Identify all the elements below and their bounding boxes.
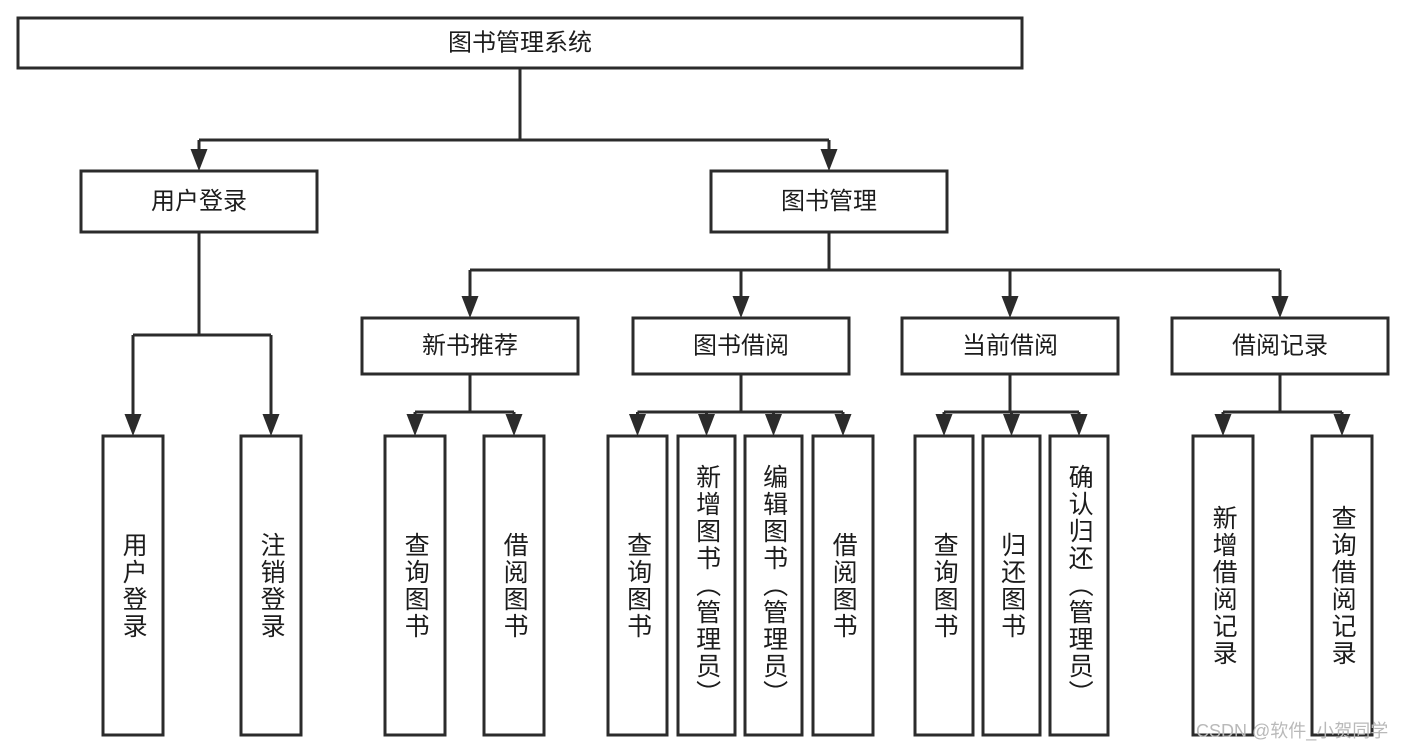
node-l3c[interactable]: 当前借阅 — [900, 316, 1120, 376]
node-box-leaf12[interactable] — [1191, 434, 1255, 737]
edge-group-l2b — [461, 232, 1289, 318]
node-l3a[interactable]: 新书推荐 — [360, 316, 580, 376]
node-leaf6[interactable] — [676, 434, 737, 737]
node-box-leaf6[interactable] — [676, 434, 737, 737]
node-label-root: 图书管理系统 — [448, 29, 592, 56]
node-leaf1[interactable] — [101, 434, 165, 737]
edge-group-root — [190, 68, 838, 171]
node-box-leaf3[interactable] — [383, 434, 447, 737]
node-box-l3b[interactable] — [631, 316, 851, 376]
node-l2b[interactable]: 图书管理 — [709, 169, 949, 234]
node-label-l2b: 图书管理 — [781, 188, 877, 215]
node-box-l3a[interactable] — [360, 316, 580, 376]
node-box-leaf11[interactable] — [1048, 434, 1110, 737]
node-leaf13[interactable] — [1310, 434, 1374, 737]
node-label-l3b: 图书借阅 — [693, 332, 789, 359]
node-l3b[interactable]: 图书借阅 — [631, 316, 851, 376]
node-box-leaf8[interactable] — [811, 434, 875, 737]
edge-group-l3c — [935, 374, 1088, 436]
node-box-leaf13[interactable] — [1310, 434, 1374, 737]
csdn-watermark: CSDN @软件_小贺同学 — [1196, 721, 1389, 741]
node-box-leaf10[interactable] — [981, 434, 1042, 737]
node-root[interactable]: 图书管理系统 — [16, 16, 1024, 70]
node-box-l3d[interactable] — [1170, 316, 1390, 376]
node-box-leaf4[interactable] — [482, 434, 546, 737]
node-leaf10[interactable] — [981, 434, 1042, 737]
node-leaf3[interactable] — [383, 434, 447, 737]
edge-group-l2a — [124, 232, 280, 436]
edge-group-l3b — [629, 374, 852, 436]
node-leaf8[interactable] — [811, 434, 875, 737]
node-box-root[interactable] — [16, 16, 1024, 70]
node-label-l3a: 新书推荐 — [422, 332, 518, 359]
node-box-l3c[interactable] — [900, 316, 1120, 376]
node-leaf9[interactable] — [913, 434, 975, 737]
edge-group-l3d — [1214, 374, 1351, 436]
node-label-l3d: 借阅记录 — [1232, 332, 1328, 359]
node-box-leaf1[interactable] — [101, 434, 165, 737]
node-leaf11[interactable] — [1048, 434, 1110, 737]
node-l3d[interactable]: 借阅记录 — [1170, 316, 1390, 376]
node-leaf4[interactable] — [482, 434, 546, 737]
edge-group-l3a — [406, 374, 523, 436]
node-label-l2a: 用户登录 — [151, 188, 247, 215]
node-label-l3c: 当前借阅 — [962, 332, 1058, 359]
node-box-leaf5[interactable] — [606, 434, 669, 737]
node-box-leaf2[interactable] — [239, 434, 303, 737]
node-box-l2a[interactable] — [79, 169, 319, 234]
node-leaf12[interactable] — [1191, 434, 1255, 737]
node-leaf2[interactable] — [239, 434, 303, 737]
node-l2a[interactable]: 用户登录 — [79, 169, 319, 234]
node-box-leaf7[interactable] — [743, 434, 804, 737]
node-leaf5[interactable] — [606, 434, 669, 737]
node-box-l2b[interactable] — [709, 169, 949, 234]
node-box-leaf9[interactable] — [913, 434, 975, 737]
node-leaf7[interactable] — [743, 434, 804, 737]
